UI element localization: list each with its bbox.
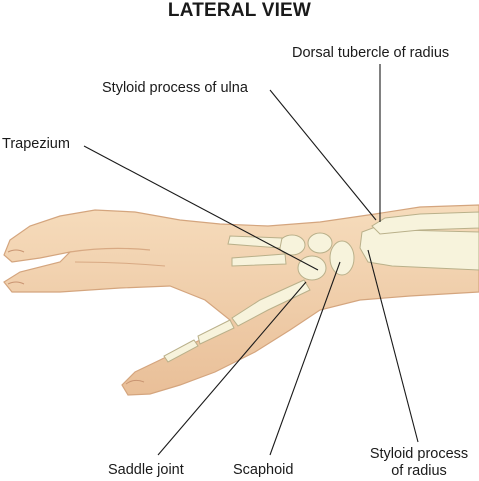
thumb-phalanx: [163, 339, 199, 363]
metacarpal-bone: [231, 253, 287, 267]
leader-lines: [83, 64, 419, 456]
leader-styloid-ulna: [269, 89, 377, 221]
label-saddle-joint: Saddle joint: [108, 462, 184, 478]
metacarpal-bone: [227, 235, 283, 249]
thumbnail: [125, 379, 145, 385]
leader-scaphoid: [269, 261, 341, 456]
label-dorsal-tubercle: Dorsal tubercle of radius: [292, 45, 450, 61]
leader-trapezium: [83, 145, 319, 271]
leader-saddle-joint: [157, 281, 307, 456]
trapezium-bone: [297, 255, 327, 281]
label-trapezium: Trapezium: [2, 136, 70, 152]
fingernail: [7, 281, 25, 285]
figure-title: LATERAL VIEW: [167, 0, 312, 21]
finger-crease: [74, 261, 166, 267]
label-scaphoid: Scaphoid: [233, 462, 294, 478]
leader-styloid-radius: [367, 249, 419, 443]
fingernail: [7, 249, 25, 253]
ulna-bone: [371, 211, 479, 235]
thumb-metacarpal: [231, 279, 311, 327]
label-styloid-ulna: Styloid process of ulna: [102, 80, 248, 96]
label-styloid-radius-line1: Styloid process: [369, 446, 469, 462]
scaphoid-bone: [329, 240, 355, 276]
finger-crease: [69, 247, 151, 253]
radius-bone: [359, 225, 479, 271]
label-styloid-radius: Styloid process of radius: [360, 446, 478, 480]
label-styloid-radius-line2: of radius: [391, 463, 447, 479]
thumb-phalanx: [197, 319, 235, 345]
carpal-bone: [307, 232, 333, 254]
hand-silhouette: [3, 204, 479, 396]
